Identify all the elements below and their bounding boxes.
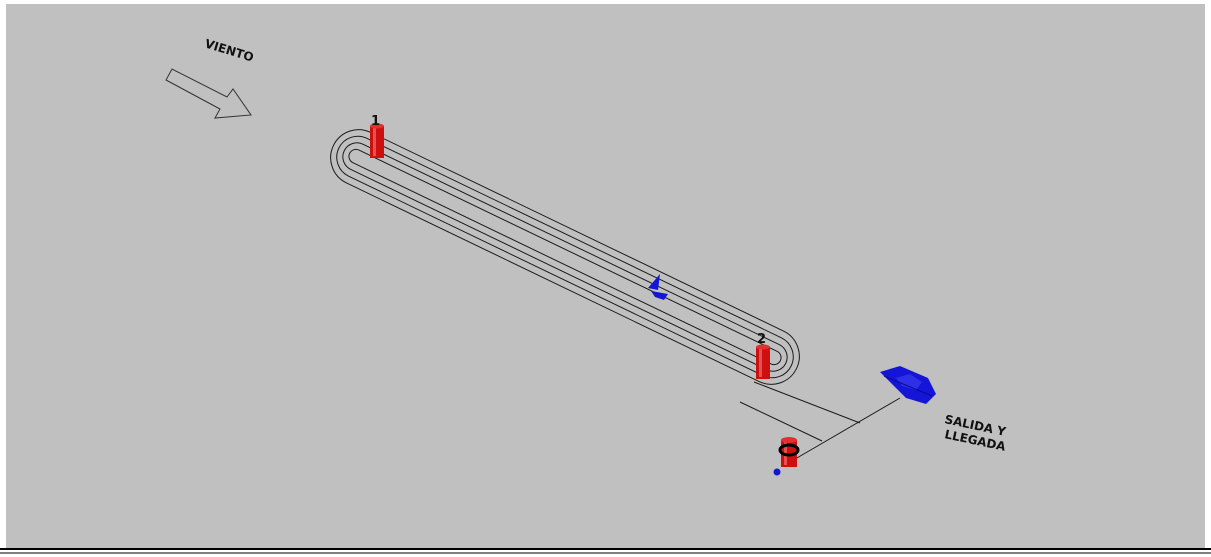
- buoy-2-label: 2: [757, 332, 766, 347]
- pin-buoy: [773, 437, 800, 476]
- sailboat-hull: [651, 291, 668, 300]
- buoy-1-highlight: [373, 128, 376, 156]
- buoy-2-body: [756, 347, 770, 379]
- wind-arrow-icon: [165, 68, 252, 119]
- course-loop-outer: [330, 129, 800, 385]
- buoy-2-top: [756, 344, 770, 350]
- committee-boat-icon: [880, 366, 936, 404]
- buoy-2-highlight: [759, 349, 762, 377]
- pin-buoy-small-float: [773, 468, 781, 476]
- pin-buoy-top: [781, 437, 797, 443]
- course-loop-middle: [336, 135, 794, 379]
- buoy-1-top: [370, 123, 384, 129]
- buoy-1-label: 1: [371, 114, 380, 129]
- buoy-1-body: [370, 126, 384, 158]
- course-track: [330, 129, 800, 385]
- committee-boat-cabin: [896, 374, 922, 390]
- leg-to-finish-line: [753, 381, 861, 424]
- sailboat-sail: [648, 274, 660, 290]
- buoy-1: 1: [370, 114, 384, 158]
- pin-buoy-ring: [778, 443, 800, 457]
- course-loop-inner: [342, 142, 788, 372]
- leg-to-pin-line: [739, 401, 823, 442]
- committee-boat-deckline: [883, 375, 933, 397]
- buoy-2: 2: [756, 332, 770, 379]
- start-finish-line: [789, 397, 901, 463]
- sailboat-icon: [648, 274, 668, 300]
